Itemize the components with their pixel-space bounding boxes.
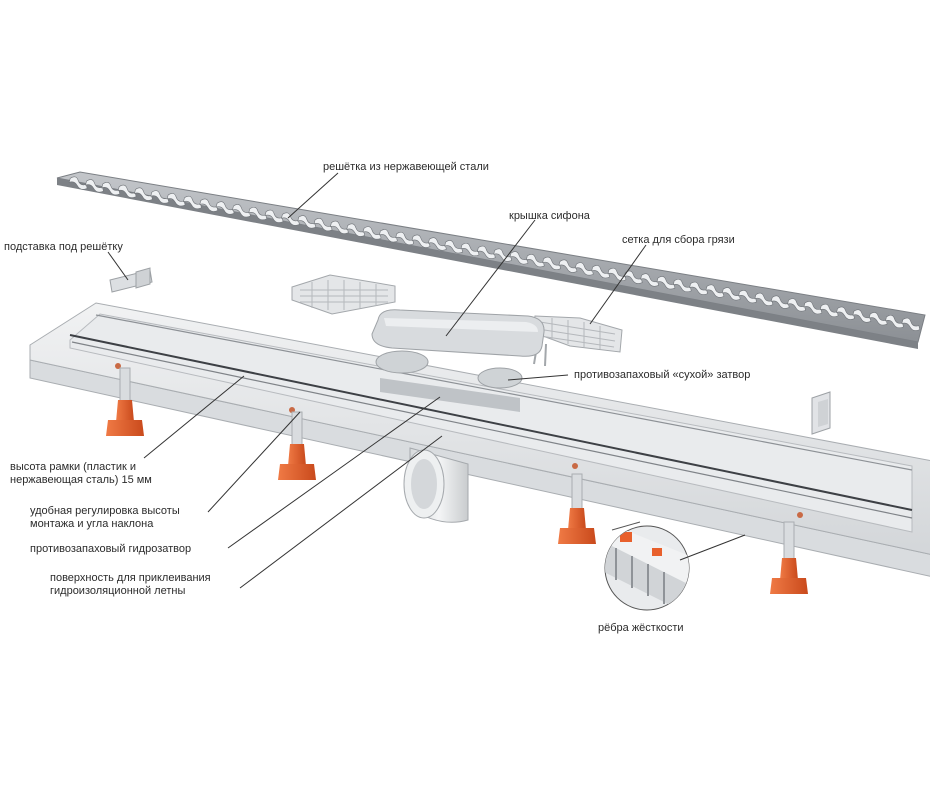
grate-support-left [109,267,153,293]
label-dirt-mesh: сетка для сбора грязи [622,234,735,246]
grate-slot [150,190,170,204]
grate-slot [427,237,447,251]
grate-slot [836,306,855,320]
grate-slot [329,220,349,234]
grate-slot [411,234,431,248]
drain-channel [29,302,930,577]
grate-slot [215,201,235,215]
grate-slot [721,287,741,301]
grate-slot [705,284,725,298]
grate-slot [656,276,676,290]
grate-slot [444,240,464,254]
grate-slot [183,195,202,210]
grate-slot [68,176,88,190]
grate-slot [803,301,823,315]
grate-slot [313,218,333,232]
label-grate: решётка из нержавеющей стали [323,161,489,173]
grate-slot [493,248,513,262]
label-siphon-cover: крышка сифона [509,210,590,222]
label-water-seal: противозапаховый гидрозатвор [30,543,192,555]
grate-slot [819,303,839,318]
grate-slot [868,312,888,326]
grate-slot [770,295,790,309]
grate-slot [509,251,529,265]
grate-slot [542,256,561,270]
grate-slot [672,278,692,293]
grate-slot [689,281,708,295]
grate-slot [346,223,366,237]
label-height-adjust-line1: удобная регулировка высоты [30,505,180,517]
label-membrane-surface: поверхность для приклеивания гидроизоляц… [50,572,211,598]
grate-slot [231,204,251,218]
grate-slot [395,231,415,246]
grate-slot [280,212,300,226]
label-height-adjust-line2: монтажа и угла наклона [30,518,154,530]
label-frame-height-line2: нержавеющая сталь) 15 мм [10,474,152,486]
grate-slot [574,262,594,276]
grate-slot [134,187,153,201]
grate-slot [525,254,545,268]
label-membrane-surface-line2: гидроизоляционной летны [50,585,186,597]
grate-slot [85,179,104,193]
grate-slot [591,265,610,279]
grate-slot [558,259,578,273]
grate-slot [852,309,872,323]
grate-slot [623,270,643,284]
label-frame-height-line1: высота рамки (пластик и [10,461,137,473]
foot-3 [558,473,596,544]
label-grate-support: подставка под решётку [4,241,123,253]
foot-4 [770,521,808,594]
label-height-adjust: удобная регулировка высоты монтажа и угл… [30,505,180,531]
outlet-pipe [403,447,469,523]
grate-slot [754,292,774,306]
label-dry-seal: противозапаховый «сухой» затвор [574,369,751,381]
stainless-grate [56,171,926,349]
grate-slot [460,242,480,257]
label-frame-height: высота рамки (пластик и нержавеющая стал… [10,461,152,487]
grate-slot [885,314,904,329]
foot-2 [278,411,316,480]
grate-slot [264,209,284,223]
grate-slot [117,184,137,198]
adjustable-feet [106,367,808,594]
dirt-mesh-left [291,274,396,315]
grate-slot [901,317,921,331]
grate-slot [248,206,268,221]
stiffening-ribs-magnifier [604,521,690,611]
grate-slot [297,215,317,229]
label-membrane-surface-line1: поверхность для приклеивания [50,572,211,584]
grate-slot [378,229,398,243]
grate-slot [199,198,219,212]
grate-slot [476,245,496,259]
label-stiffening-ribs: рёбра жёсткости [598,622,684,634]
grate-slot [166,193,186,207]
foot-1 [106,367,144,436]
grate-slot [787,298,806,312]
leader-lines [107,172,746,589]
dirt-mesh-right [531,315,623,367]
siphon-cover [371,309,545,357]
grate-slot [362,226,382,240]
grate-support-right [811,391,831,435]
grate-slot [640,273,659,287]
grate-slot [101,182,121,196]
grate-slot [738,290,757,304]
grate-slot [607,267,627,282]
